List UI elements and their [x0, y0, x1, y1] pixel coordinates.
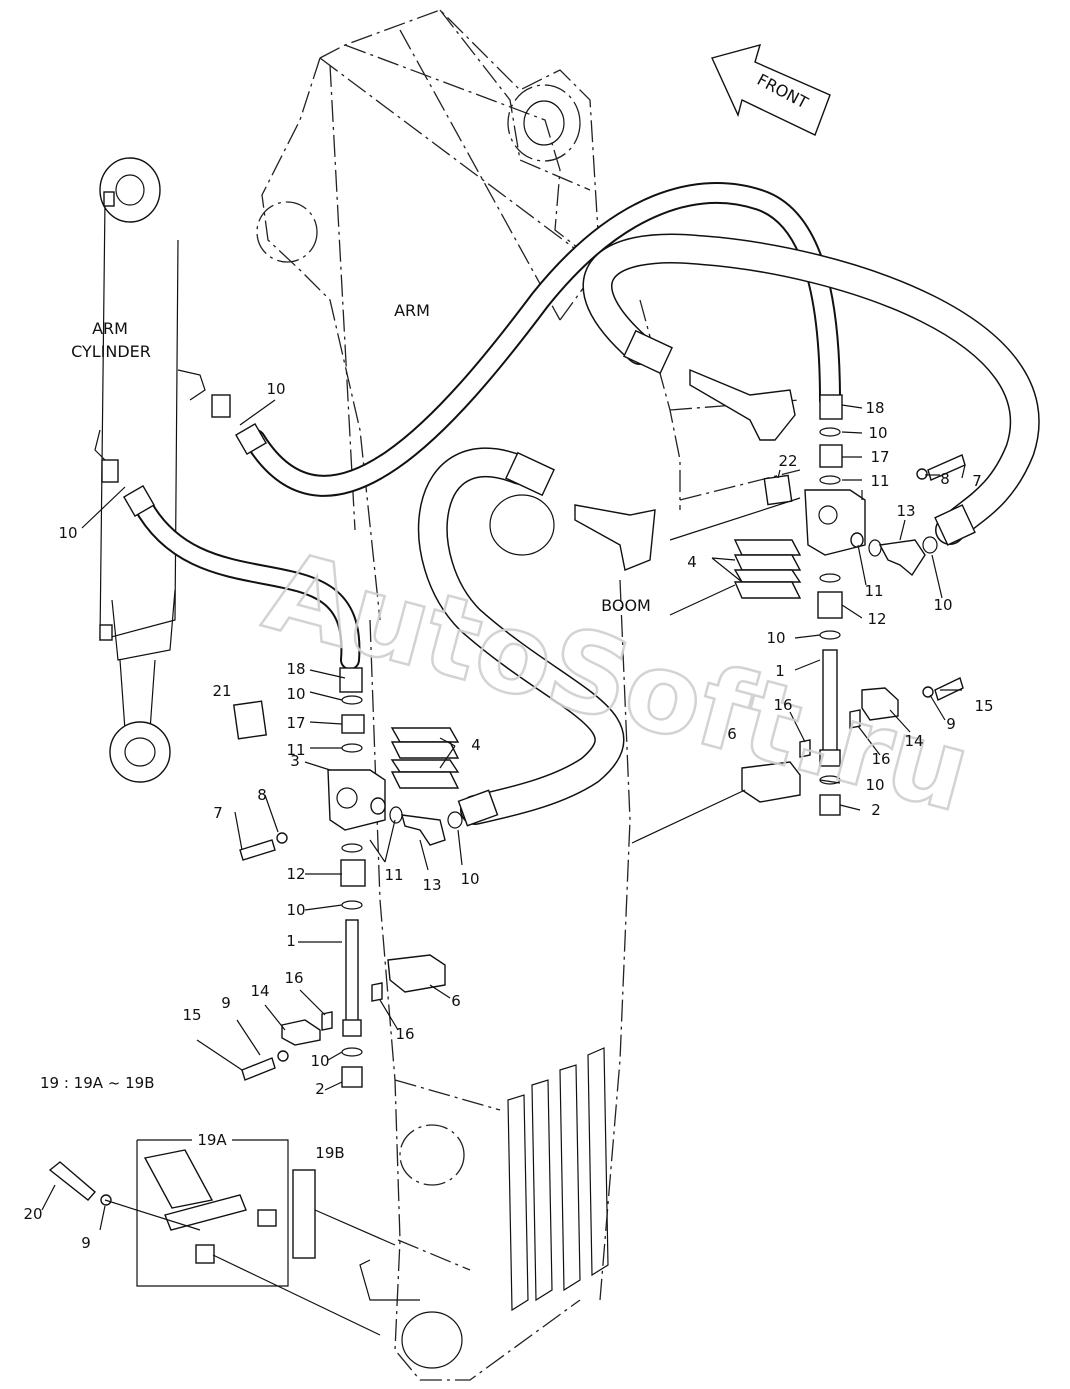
callout-20: 20: [23, 1205, 42, 1223]
callout-16: 16: [284, 969, 303, 987]
leader-lines: [41, 399, 966, 1336]
callout-15: 15: [182, 1006, 201, 1024]
callout-11: 11: [286, 741, 305, 759]
callout-10: 10: [286, 901, 305, 919]
callout-10: 10: [865, 776, 884, 794]
callout-3: 3: [290, 752, 300, 770]
callout-16: 16: [773, 696, 792, 714]
callout-10: 10: [460, 870, 479, 888]
callout-10: 10: [266, 380, 285, 398]
callout-10: 10: [933, 596, 952, 614]
callout-16: 16: [871, 750, 890, 768]
callout-9: 9: [81, 1234, 91, 1252]
callout-7: 7: [213, 804, 223, 822]
label-kit-note: 19 : 19A ~ 19B: [40, 1074, 155, 1092]
callout-14: 14: [904, 732, 923, 750]
callout-11: 11: [384, 866, 403, 884]
hoses: [130, 182, 1040, 825]
label-arm-cylinder-line2: CYLINDER: [71, 342, 151, 361]
callout-2: 2: [315, 1080, 325, 1098]
callout-10: 10: [286, 685, 305, 703]
callout-10: 10: [868, 424, 887, 442]
callout-1: 1: [286, 932, 296, 950]
callout-8: 8: [940, 470, 950, 488]
callout-13: 13: [422, 876, 441, 894]
callout-11: 11: [870, 472, 889, 490]
callout-18: 18: [865, 399, 884, 417]
callout-10: 10: [766, 629, 785, 647]
callout-21: 21: [212, 682, 231, 700]
callout-17: 17: [870, 448, 889, 466]
callout-4: 4: [471, 736, 481, 754]
front-arrow: [711, 43, 831, 136]
callout-9: 9: [221, 994, 231, 1012]
callout-9: 9: [946, 715, 956, 733]
callout-7: 7: [972, 472, 982, 490]
callout-12: 12: [867, 610, 886, 628]
label-kit-19b: 19B: [315, 1144, 344, 1162]
arm-outline: [256, 9, 801, 621]
callout-6: 6: [451, 992, 461, 1010]
callout-8: 8: [257, 786, 267, 804]
right-assembly: [733, 427, 966, 816]
callout-14: 14: [250, 982, 269, 1000]
callout-18: 18: [286, 660, 305, 678]
label-boom: BOOM: [601, 596, 651, 615]
callout-13: 13: [896, 502, 915, 520]
callout-4: 4: [687, 553, 697, 571]
callout-22: 22: [778, 452, 797, 470]
callout-12: 12: [286, 865, 305, 883]
arm-cylinder: [94, 157, 206, 783]
callout-6: 6: [727, 725, 737, 743]
callout-15: 15: [974, 697, 993, 715]
boom-outline: [359, 494, 631, 1381]
callout-16: 16: [395, 1025, 414, 1043]
left-assembly: [232, 695, 463, 1088]
fittings: [101, 329, 976, 827]
label-arm: ARM: [394, 301, 430, 320]
callout-10: 10: [310, 1052, 329, 1070]
kit-19a-box: [48, 1139, 316, 1287]
callout-10: 10: [58, 524, 77, 542]
callout-2: 2: [871, 801, 881, 819]
callout-1: 1: [775, 662, 785, 680]
label-arm-cylinder-line1: ARM: [92, 319, 128, 338]
callout-11: 11: [864, 582, 883, 600]
label-kit-19a: 19A: [197, 1131, 227, 1149]
callout-17: 17: [286, 714, 305, 732]
